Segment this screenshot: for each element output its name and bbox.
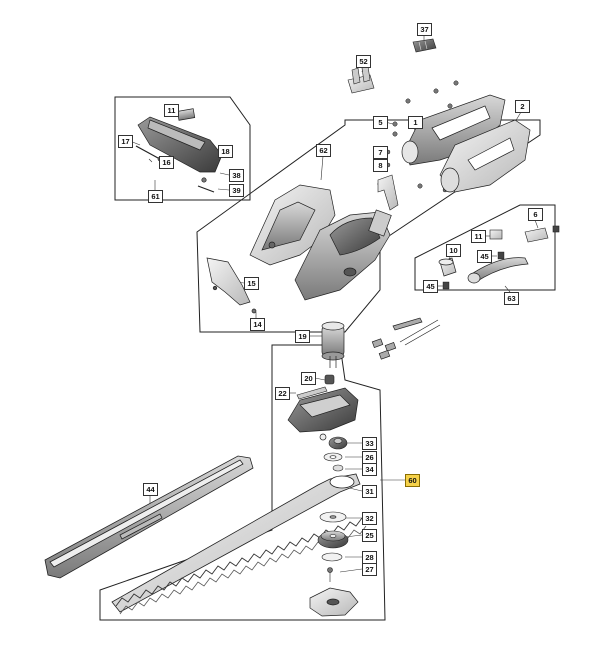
callout-39: 39 (229, 184, 244, 197)
frame-group-63 (414, 204, 556, 291)
callout-25: 25 (362, 529, 377, 542)
callout-27: 27 (362, 563, 377, 576)
part-1-handle-half (401, 94, 506, 166)
part-22-shim (296, 386, 328, 400)
part-28-washer (321, 552, 343, 562)
part-housing-right (294, 209, 392, 301)
callout-17: 17 (118, 135, 133, 148)
callout-63: 63 (504, 292, 519, 305)
part-32-disc (319, 511, 347, 523)
part-front-handle (135, 108, 223, 193)
callout-1: 1 (408, 116, 423, 129)
callout-28: 28 (362, 551, 377, 564)
part-6-clip (524, 225, 560, 243)
callout-45b: 45 (423, 280, 438, 293)
callout-18: 18 (218, 145, 233, 158)
callout-61: 61 (148, 190, 163, 203)
part-44-blade-guard (44, 455, 254, 579)
part-33-gear (328, 436, 348, 450)
pins-rods (371, 317, 441, 360)
part-52-bracket (347, 65, 375, 94)
callout-8: 8 (373, 159, 388, 172)
part-63-lever (467, 257, 529, 284)
callout-45a: 45 (477, 250, 492, 263)
part-25-gear (317, 530, 349, 549)
callout-16: 16 (159, 156, 174, 169)
part-gearbox-housing (287, 387, 359, 441)
part-37-clip (412, 38, 437, 53)
callout-60: 60 (405, 474, 420, 487)
callout-10: 10 (446, 244, 461, 257)
part-19-motor (321, 321, 345, 368)
part-11b-block (489, 229, 503, 240)
callout-2: 2 (515, 100, 530, 113)
callout-62: 62 (316, 144, 331, 157)
part-2-handle-half (439, 119, 531, 193)
callout-14: 14 (250, 318, 265, 331)
frame-group-61 (114, 96, 251, 201)
callout-31: 31 (362, 485, 377, 498)
callout-34: 34 (362, 463, 377, 476)
part-27-screw (327, 567, 333, 582)
callout-22: 22 (275, 387, 290, 400)
part-15-cover (206, 257, 257, 314)
callout-52: 52 (356, 55, 371, 68)
callout-33: 33 (362, 437, 377, 450)
callout-32: 32 (362, 512, 377, 525)
callout-20: 20 (301, 372, 316, 385)
springs (442, 251, 505, 290)
part-20-bushing (324, 374, 335, 385)
callout-15: 15 (244, 277, 259, 290)
callout-38: 38 (229, 169, 244, 182)
part-base-plate (309, 587, 359, 617)
callout-11b: 11 (471, 230, 486, 243)
callout-11a: 11 (164, 104, 179, 117)
part-34-ring (332, 464, 344, 472)
part-housing-left (249, 184, 336, 266)
callout-7: 7 (373, 146, 388, 159)
callout-44: 44 (143, 483, 158, 496)
callout-37: 37 (417, 23, 432, 36)
part-10-holder (438, 257, 457, 277)
callout-19: 19 (295, 330, 310, 343)
callout-6: 6 (528, 208, 543, 221)
part-26-washer (323, 452, 343, 462)
part-bracket-s (377, 174, 399, 211)
callout-5: 5 (373, 116, 388, 129)
